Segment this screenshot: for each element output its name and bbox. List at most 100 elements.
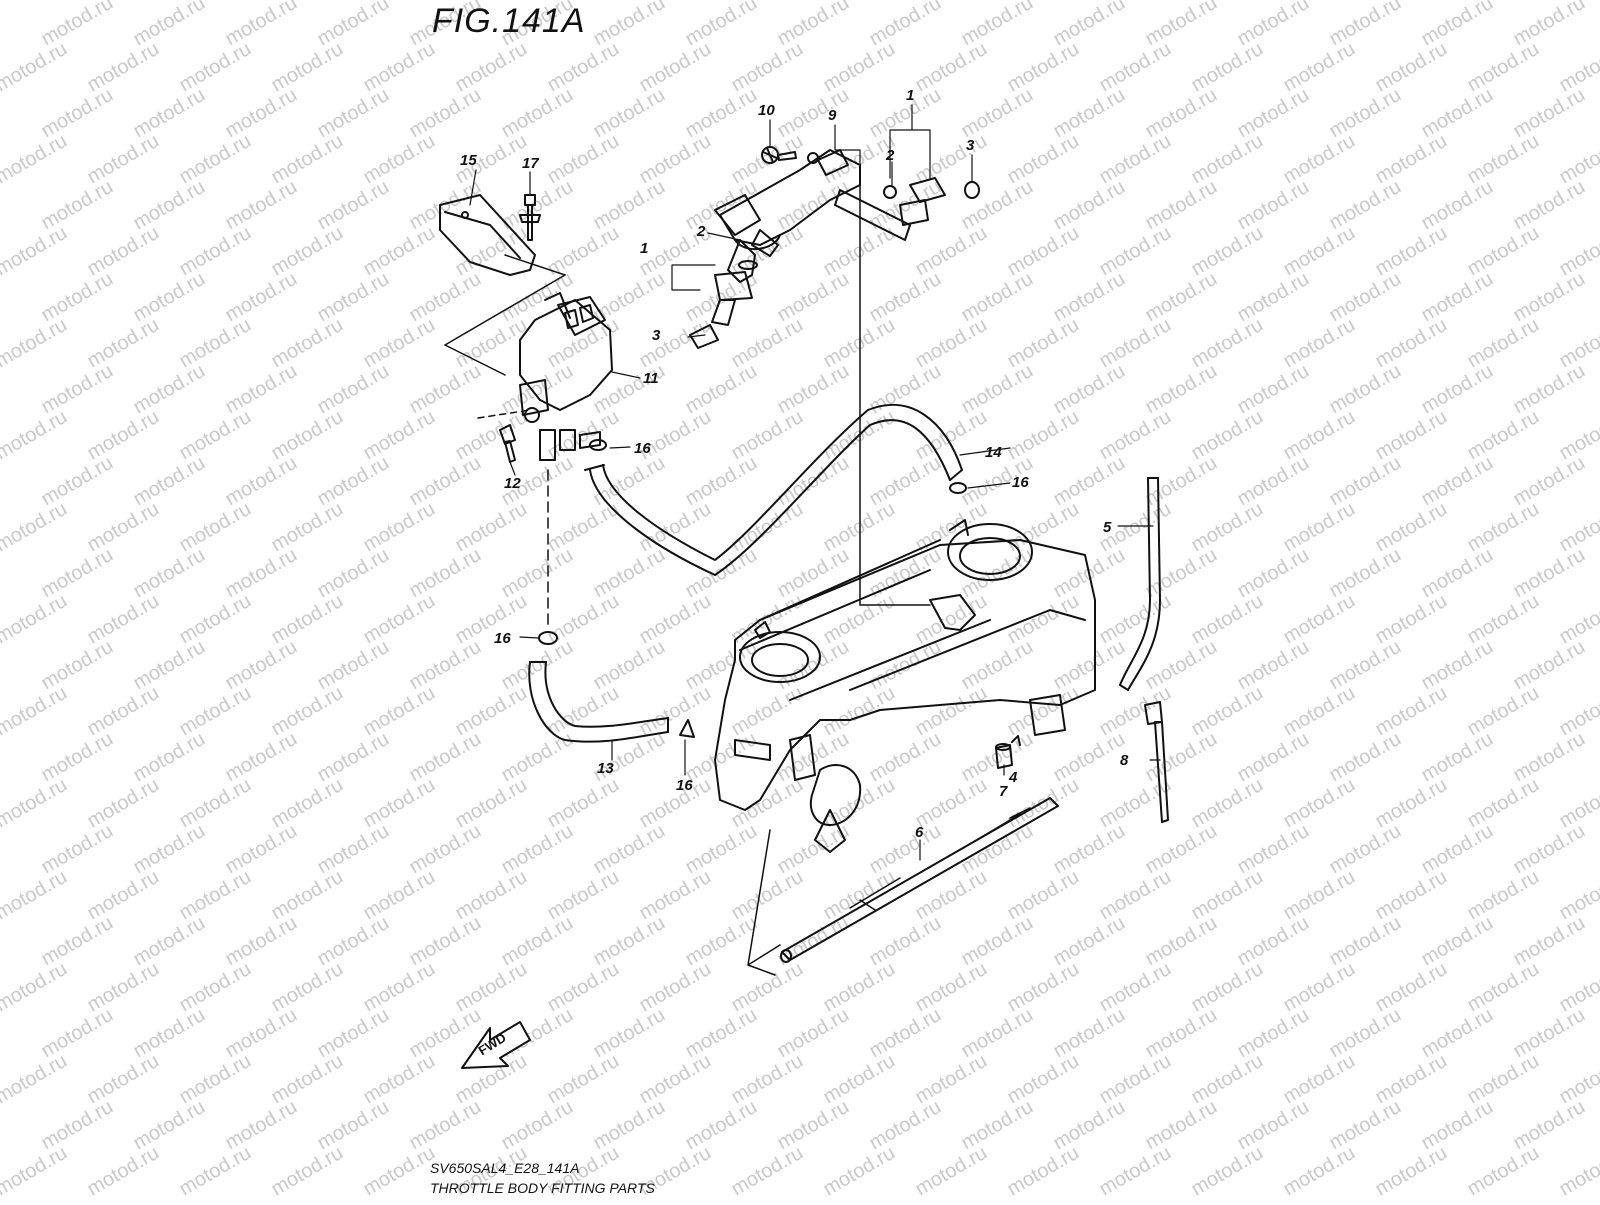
watermark-text: motod.ru — [176, 130, 255, 189]
watermark-text: motod.ru — [406, 728, 485, 787]
watermark-text: motod.ru — [1142, 1096, 1221, 1155]
watermark-text: motod.ru — [1142, 820, 1221, 879]
watermark-text: motod.ru — [268, 682, 347, 741]
watermark-text: motod.ru — [38, 636, 117, 695]
watermark-text: motod.ru — [1188, 774, 1267, 833]
watermark-text: motod.ru — [820, 314, 899, 373]
watermark-text: motod.ru — [1050, 728, 1129, 787]
watermark-text: motod.ru — [866, 360, 945, 419]
watermark-text: motod.ru — [1464, 682, 1543, 741]
watermark-text: motod.ru — [1142, 728, 1221, 787]
watermark-text: motod.ru — [1326, 176, 1405, 235]
watermark-text: motod.ru — [222, 1096, 301, 1155]
watermark-text: motod.ru — [682, 360, 761, 419]
watermark-text: motod.ru — [1142, 176, 1221, 235]
watermark-text: motod.ru — [1142, 636, 1221, 695]
watermark-text: motod.ru — [1234, 1004, 1313, 1063]
watermark-text: motod.ru — [268, 38, 347, 97]
watermark-text: motod.ru — [820, 498, 899, 557]
watermark-text: motod.ru — [820, 590, 899, 649]
watermark-text: motod.ru — [222, 360, 301, 419]
watermark-text: motod.ru — [774, 360, 853, 419]
watermark-text: motod.ru — [1096, 1142, 1175, 1200]
watermark-text: motod.ru — [222, 452, 301, 511]
watermark-text: motod.ru — [176, 498, 255, 557]
watermark-text: motod.ru — [774, 820, 853, 879]
watermark-text: motod.ru — [1326, 728, 1405, 787]
watermark-text: motod.ru — [176, 590, 255, 649]
watermark-text: motod.ru — [0, 0, 71, 4]
watermark-text: motod.ru — [1372, 590, 1451, 649]
watermark-text: motod.ru — [958, 268, 1037, 327]
watermark-text: motod.ru — [1142, 912, 1221, 971]
watermark-text: motod.ru — [1004, 590, 1083, 649]
watermark-text: motod.ru — [866, 1004, 945, 1063]
watermark-text: motod.ru — [360, 38, 439, 97]
watermark-text: motod.ru — [360, 682, 439, 741]
watermark-text: motod.ru — [360, 498, 439, 557]
watermark-text: motod.ru — [590, 636, 669, 695]
watermark-text: motod.ru — [728, 38, 807, 97]
watermark-text: motod.ru — [1280, 130, 1359, 189]
watermark-text: motod.ru — [314, 176, 393, 235]
watermark-text: motod.ru — [544, 958, 623, 1017]
watermark-text: motod.ru — [314, 636, 393, 695]
watermark-text: motod.ru — [452, 866, 531, 925]
watermark-text: motod.ru — [912, 38, 991, 97]
watermark-text: motod.ru — [452, 222, 531, 281]
watermark-text: motod.ru — [452, 774, 531, 833]
watermark-text: motod.ru — [1464, 498, 1543, 557]
watermark-text: motod.ru — [268, 958, 347, 1017]
watermark-text: motod.ru — [1464, 866, 1543, 925]
watermark-text: motod.ru — [1280, 406, 1359, 465]
watermark-text: motod.ru — [360, 590, 439, 649]
watermark-text: motod.ru — [1096, 222, 1175, 281]
watermark-text: motod.ru — [1510, 820, 1589, 879]
watermark-text: motod.ru — [0, 774, 71, 833]
watermark-text: motod.ru — [360, 1050, 439, 1109]
watermark-text: motod.ru — [84, 590, 163, 649]
watermark-text: motod.ru — [268, 1050, 347, 1109]
watermark-text: motod.ru — [360, 958, 439, 1017]
watermark-text: motod.ru — [1418, 544, 1497, 603]
watermark-text: motod.ru — [682, 1004, 761, 1063]
callout-17: 17 — [522, 155, 539, 172]
watermark-text: motod.ru — [590, 1096, 669, 1155]
watermark-text: motod.ru — [1234, 360, 1313, 419]
watermark-text: motod.ru — [1510, 912, 1589, 971]
watermark-text: motod.ru — [452, 314, 531, 373]
callout-8: 8 — [1120, 752, 1129, 769]
watermark-text: motod.ru — [958, 912, 1037, 971]
watermark-text: motod.ru — [452, 590, 531, 649]
watermark-text: motod.ru — [222, 912, 301, 971]
watermark-text: motod.ru — [176, 958, 255, 1017]
watermark-text: motod.ru — [820, 1142, 899, 1200]
watermark-text: motod.ru — [176, 1142, 255, 1200]
watermark-text: motod.ru — [590, 1004, 669, 1063]
watermark-text: motod.ru — [406, 912, 485, 971]
watermark-text: motod.ru — [1234, 544, 1313, 603]
watermark-text: motod.ru — [1510, 176, 1589, 235]
watermark-text: motod.ru — [1234, 84, 1313, 143]
watermark-text: motod.ru — [406, 268, 485, 327]
watermark-text: motod.ru — [314, 360, 393, 419]
figure-code: SV650SAL4_E28_141A — [430, 1160, 579, 1176]
watermark-text: motod.ru — [1510, 268, 1589, 327]
watermark-text: motod.ru — [1004, 1142, 1083, 1200]
watermark-text: motod.ru — [1464, 590, 1543, 649]
watermark-text: motod.ru — [1326, 636, 1405, 695]
callout-6: 6 — [915, 824, 924, 841]
watermark-text: motod.ru — [1510, 1004, 1589, 1063]
watermark-text: motod.ru — [590, 912, 669, 971]
watermark-text: motod.ru — [1004, 682, 1083, 741]
watermark-text: motod.ru — [1326, 1004, 1405, 1063]
watermark-text: motod.ru — [912, 1050, 991, 1109]
watermark-text: motod.ru — [1188, 866, 1267, 925]
watermark-text: motod.ru — [176, 38, 255, 97]
watermark-text: motod.ru — [498, 176, 577, 235]
watermark-text: motod.ru — [84, 866, 163, 925]
watermark-text: motod.ru — [820, 958, 899, 1017]
watermark-text: motod.ru — [682, 820, 761, 879]
